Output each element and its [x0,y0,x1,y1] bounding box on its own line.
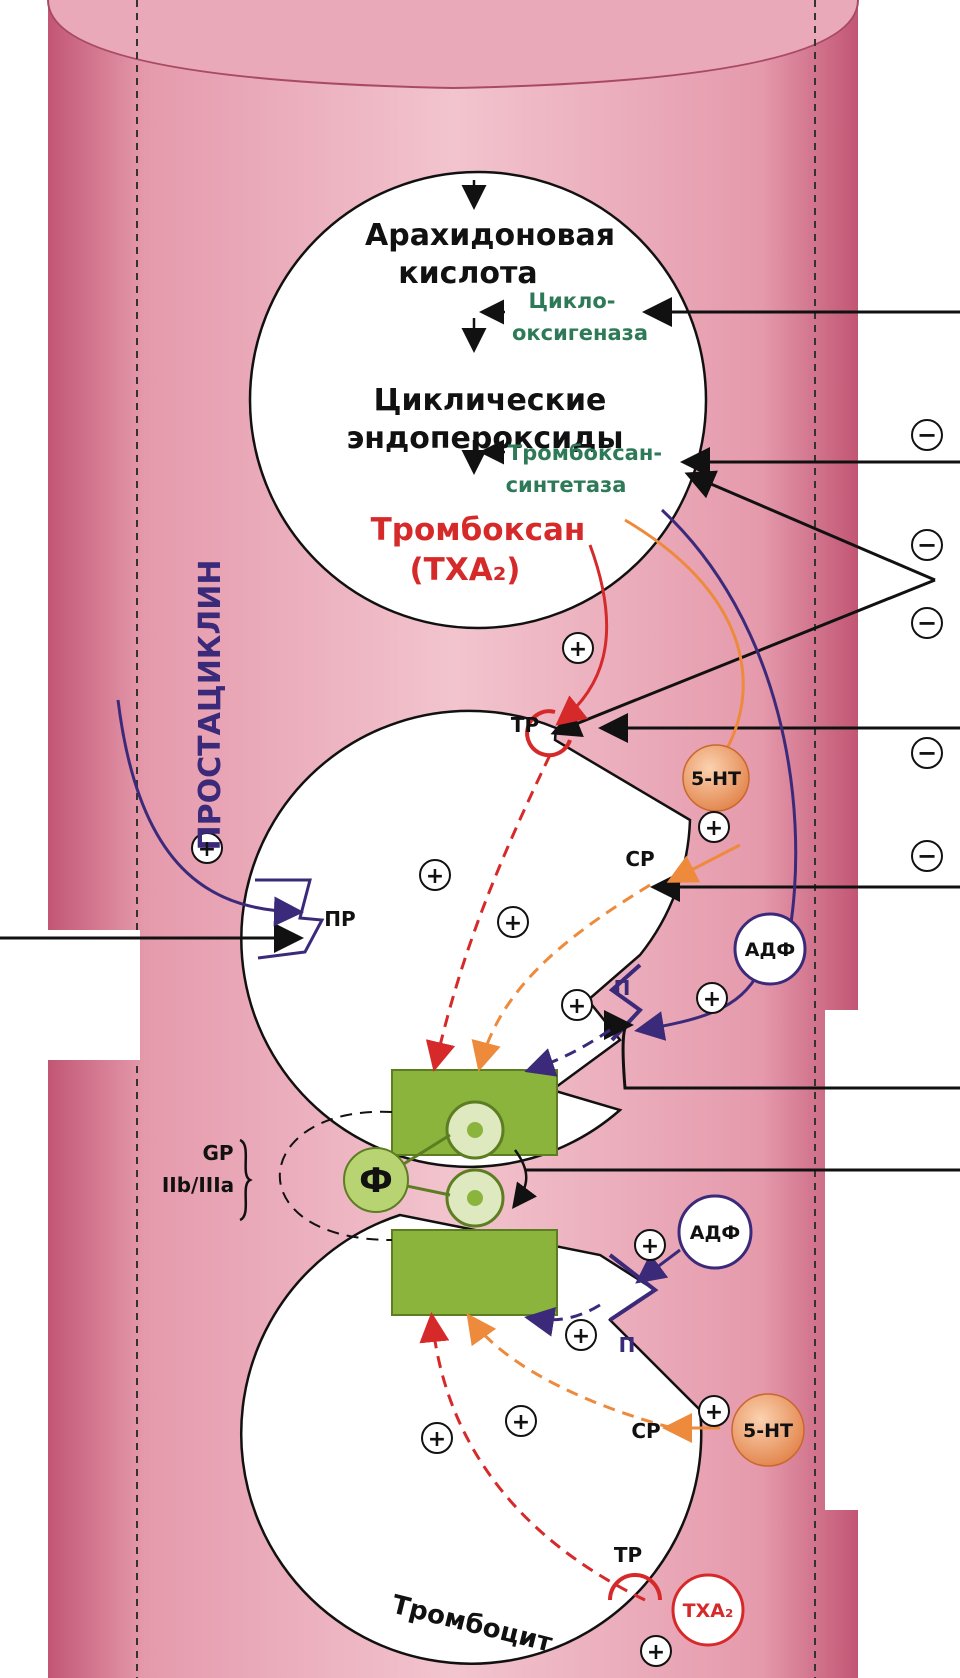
label-p-top: П [614,976,631,1000]
label-txsynth-1: Тромбоксан- [508,441,662,465]
tp-receptor-bottom [608,1573,662,1601]
label-fibrinogen: Ф [359,1161,393,1201]
gp-brace [239,1138,253,1222]
minus-signs [911,419,943,872]
plus-6: + [703,987,721,1012]
minus-3: − [917,609,937,637]
label-platelet: Тромбоцит [389,1590,555,1659]
cascade-arrows [461,180,505,475]
label-sr-top: СР [625,847,654,871]
plus-4: + [504,911,522,936]
label-serotonin-top: 5-НТ [691,768,741,790]
plus-10: + [512,1410,530,1435]
label-endoperox-2: эндопероксиды [346,421,623,456]
plus-13: + [647,1640,665,1665]
label-adp-top: АДФ [745,939,795,961]
adp-circle-bottom [677,1194,753,1270]
p-receptor-bottom [608,1253,659,1322]
serotonin-sphere-bottom [731,1393,805,1467]
label-tp-top: ТР [511,713,539,737]
minus-5: − [917,842,937,870]
label-arachidonic-1: Арахидоновая [365,218,615,253]
activation-dashed-arrows [419,754,673,1602]
plus-7: + [568,994,586,1019]
label-txa2-bottom: ТХА₂ [683,1600,734,1622]
serotonin-sphere-top [682,744,750,812]
label-gp-2: IIb/IIIa [162,1173,234,1197]
minus-2: − [917,531,937,559]
plus-8: + [641,1234,659,1259]
txa2-circle-bottom [671,1573,745,1647]
inhibitor-arrows [0,297,960,1172]
label-cox-1: Цикло- [529,289,616,313]
label-thromboxane-2: (TXA₂) [410,552,521,588]
label-endoperox-1: Циклические [374,383,607,418]
plus-signs [191,632,730,1667]
label-gp-1: GP [202,1141,233,1165]
txa2-arrow [555,544,609,726]
label-sr-bottom: СР [631,1419,660,1443]
label-txsynth-2: синтетаза [506,473,627,497]
plus-2: + [198,837,216,862]
plus-9: + [572,1324,590,1349]
label-prostacyclin: ПРОСТАЦИКЛИН [193,560,228,851]
fibrinogen-arrows [512,1149,537,1210]
label-p-bottom: П [619,1333,636,1357]
tp-receptor-top [525,709,572,758]
label-serotonin-bottom: 5-НТ [743,1420,793,1442]
label-tp-bottom: ТР [614,1543,642,1567]
plus-5: + [705,816,723,841]
plus-1: + [569,637,587,662]
adp-circle-top [733,912,807,986]
plus-3: + [426,864,444,889]
label-adp-bottom: АДФ [690,1222,740,1244]
arachidonic-cell [248,170,708,630]
minus-1: − [917,421,937,449]
pr-receptor [255,878,325,960]
gp-complex [278,1069,558,1316]
plus-12: + [428,1427,446,1452]
serotonin-paths [624,518,745,1443]
label-pr: ПР [324,907,355,931]
minus-4: − [917,739,937,767]
plus-11: + [705,1400,723,1425]
label-cox-2: оксигеназа [512,321,648,345]
prostacyclin-arrow [116,699,304,927]
label-thromboxane-1: Тромбоксан [371,512,586,548]
label-arachidonic-2: кислота [398,256,537,291]
platelet-middle [240,709,692,1169]
